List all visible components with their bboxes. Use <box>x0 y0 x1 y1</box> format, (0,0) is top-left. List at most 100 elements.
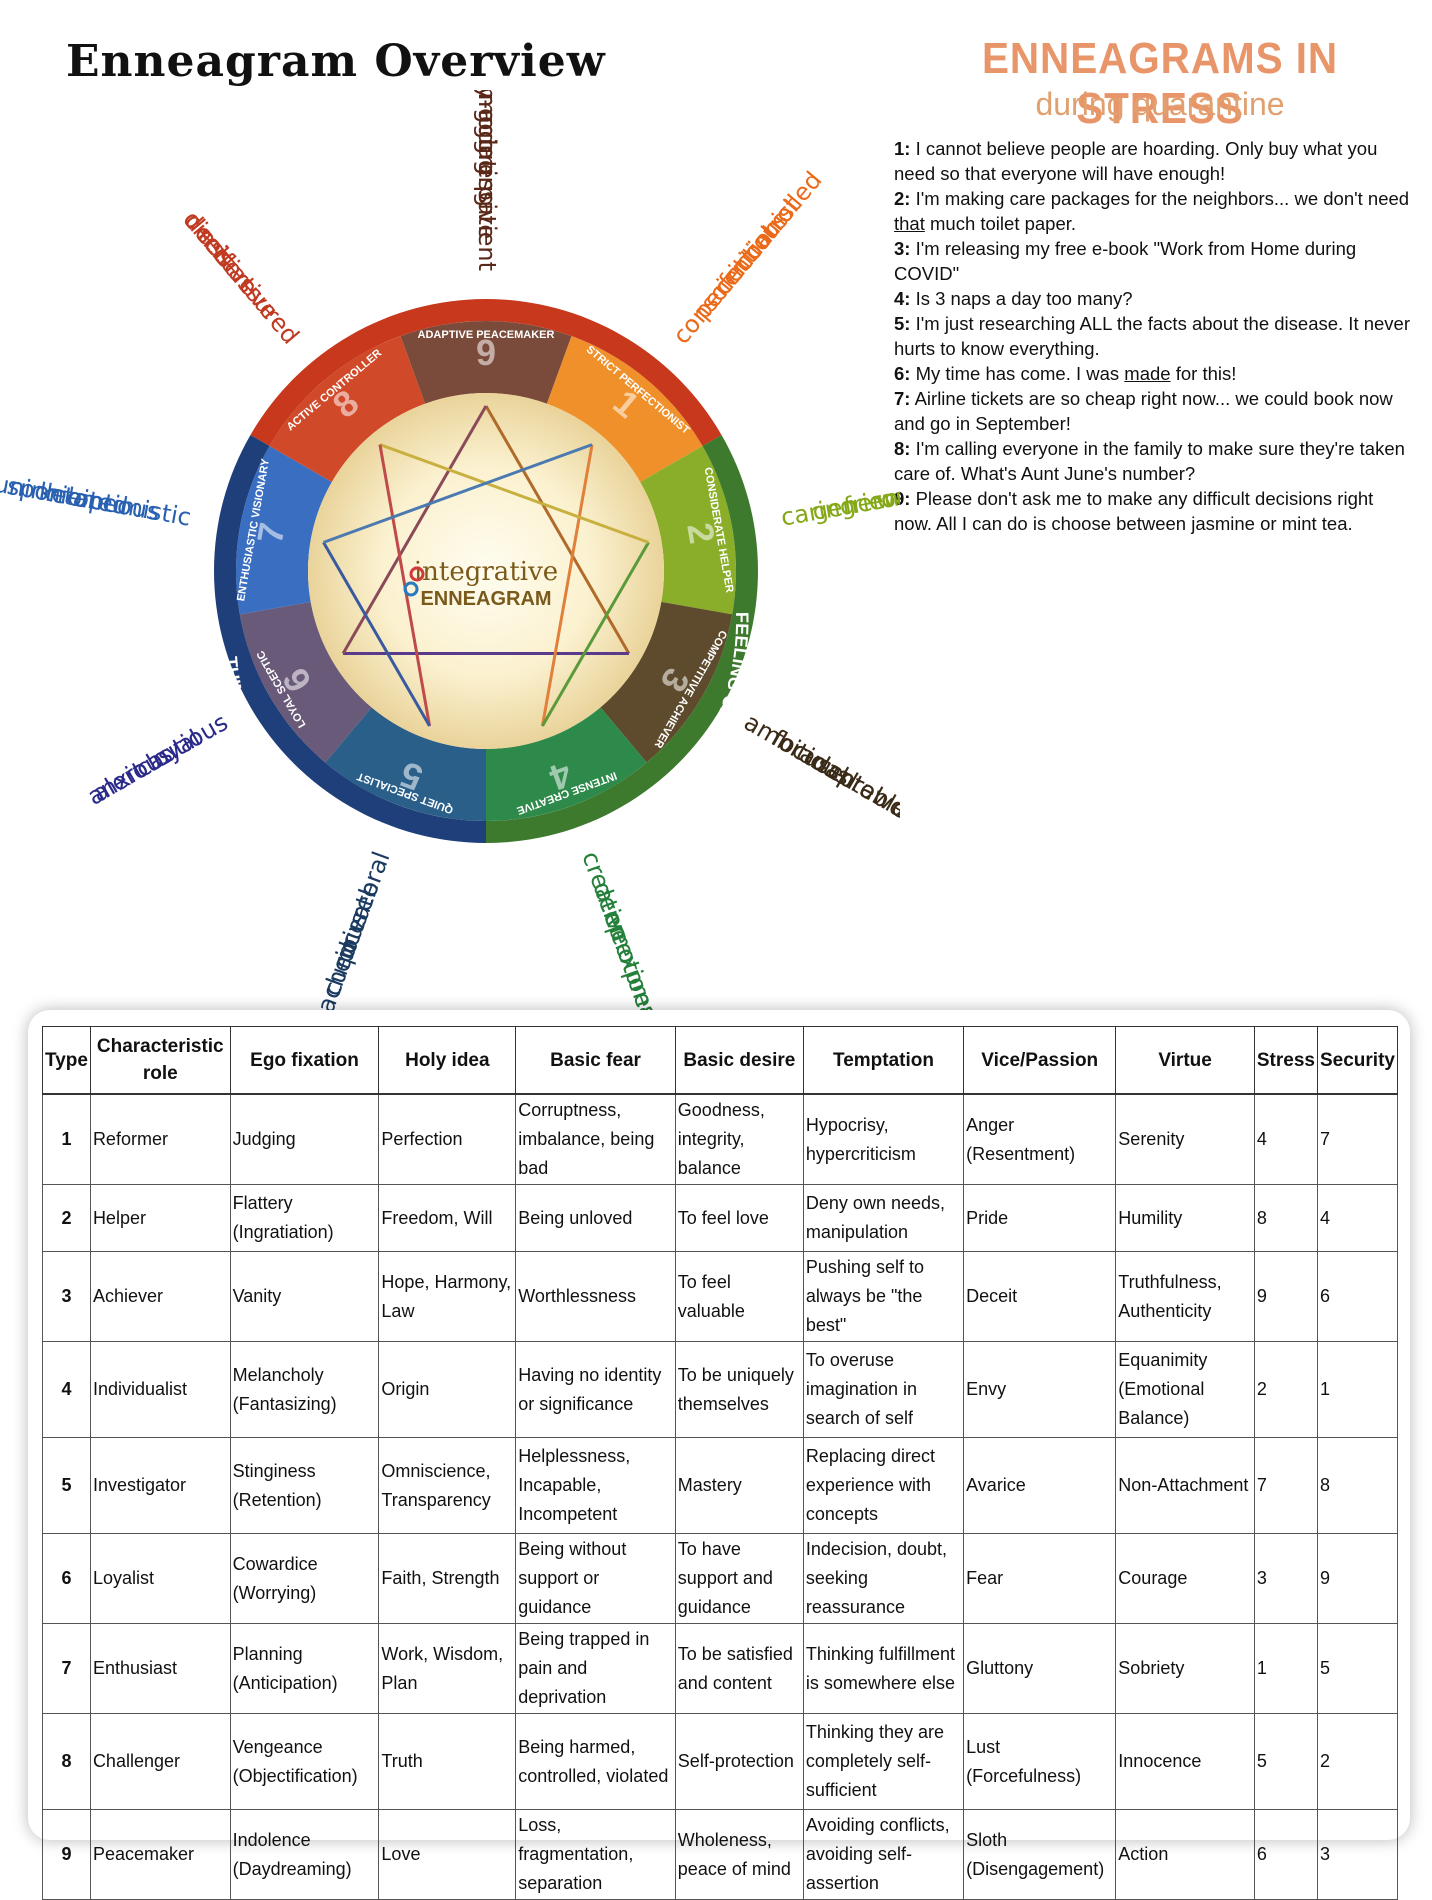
table-cell: 4 <box>42 1341 91 1438</box>
table-cell: Peacemaker <box>89 1809 231 1900</box>
trait-word: detached <box>298 938 363 1010</box>
table-cell: Lust (Forcefulness) <box>963 1713 1117 1810</box>
table-cell: Worthlessness <box>515 1251 676 1342</box>
col-header-10: Security <box>1316 1026 1399 1095</box>
table-cell: 7 <box>1253 1437 1318 1534</box>
table-cell: Being without support or guidance <box>515 1533 676 1624</box>
table-cell: Replacing direct experience with concept… <box>802 1437 965 1534</box>
table-cell: 2 <box>42 1184 91 1252</box>
table-cell: 4 <box>1253 1093 1318 1185</box>
segment-number-9: 9 <box>476 332 496 373</box>
table-cell: Cowardice (Worrying) <box>229 1533 380 1624</box>
table-cell: Achiever <box>89 1251 231 1342</box>
table-cell: 5 <box>1316 1623 1399 1714</box>
table-cell: Being unloved <box>515 1184 676 1252</box>
col-header-8: Virtue <box>1115 1026 1255 1095</box>
table-cell: Thinking they are completely self-suffic… <box>802 1713 965 1810</box>
stress-subtitle: during quarantine <box>1035 86 1285 122</box>
table-cell: Investigator <box>89 1437 231 1534</box>
table-cell: Fear <box>963 1533 1117 1624</box>
segment-type-6 <box>239 601 372 763</box>
table-cell: Thinking fulfillment is somewhere else <box>802 1623 965 1714</box>
table-cell: Having no identity or significance <box>515 1341 676 1438</box>
table-cell: 6 <box>1253 1809 1318 1900</box>
stress-quotes: 1: I cannot believe people are hoarding.… <box>894 136 1414 536</box>
feeling-centre-ring <box>486 435 758 843</box>
table-cell: 9 <box>1316 1533 1399 1624</box>
table-cell: Innocence <box>1115 1713 1255 1810</box>
table-cell: Avoiding conflicts, avoiding self-assert… <box>802 1809 965 1900</box>
traits-type-1: conscientiousperfectionistcriticalcontro… <box>667 166 827 349</box>
col-header-9: Stress <box>1253 1026 1318 1095</box>
trait-word: controlled <box>729 166 827 276</box>
segment-type-1 <box>546 336 703 482</box>
table-cell: To feel love <box>674 1184 804 1252</box>
table-cell: 6 <box>1316 1251 1399 1342</box>
table-cell: Flattery (Ingratiation) <box>229 1184 380 1252</box>
segment-type-7 <box>236 446 332 615</box>
table-cell: Faith, Strength <box>378 1533 517 1624</box>
logo-line2: ENNEAGRAM <box>420 588 551 610</box>
table-cell: Sloth (Disengagement) <box>963 1809 1117 1900</box>
trait-word: keen <box>37 477 99 515</box>
table-cell: Deceit <box>963 1251 1117 1342</box>
table-cell: Envy <box>963 1341 1117 1438</box>
quote-6: 6: My time has come. I was made for this… <box>894 363 1237 384</box>
thinking-centre-ring <box>213 435 486 843</box>
segment-role-9: ADAPTIVE PEACEMAKER <box>418 329 555 341</box>
quote-1: 1: I cannot believe people are hoarding.… <box>894 138 1378 184</box>
table-cell: Being trapped in pain and deprivation <box>515 1623 676 1714</box>
table-cell: Anger (Resentment) <box>963 1093 1117 1185</box>
col-header-7: Vice/Passion <box>963 1026 1117 1095</box>
table-cell: Indolence (Daydreaming) <box>229 1809 380 1900</box>
segment-type-5 <box>325 707 486 821</box>
table-cell: Loss, fragmentation, separation <box>515 1809 676 1900</box>
enneagram-wheel: ACTION CENTRE FEELING CENTRE THINKING CE… <box>0 90 900 1010</box>
logo-icon <box>403 566 425 597</box>
table-cell: 8 <box>1253 1184 1318 1252</box>
table-cell: Equanimity (Emotional Balance) <box>1115 1341 1255 1438</box>
col-header-5: Basic desire <box>674 1026 804 1095</box>
table-cell: Avarice <box>963 1437 1117 1534</box>
table-cell: Melancholy (Fantasizing) <box>229 1341 380 1438</box>
table-cell: 9 <box>42 1809 91 1900</box>
trait-word: shrewd <box>822 756 900 824</box>
table-cell: 3 <box>42 1251 91 1342</box>
table-cell: Self-protection <box>674 1713 804 1810</box>
wheel-center <box>308 393 664 749</box>
col-header-4: Basic fear <box>515 1026 676 1095</box>
table-cell: To be uniquely themselves <box>674 1341 804 1438</box>
table-cell: Mastery <box>674 1437 804 1534</box>
table-cell: Being harmed, controlled, violated <box>515 1713 676 1810</box>
table-cell: Sobriety <box>1115 1623 1255 1714</box>
star-line <box>322 443 593 544</box>
table-cell: Planning (Anticipation) <box>229 1623 380 1714</box>
table-cell: Judging <box>229 1093 380 1185</box>
table-cell: 8 <box>42 1713 91 1810</box>
table-cell: 5 <box>1253 1713 1318 1810</box>
table-cell: Courage <box>1115 1533 1255 1624</box>
table-cell: Freedom, Will <box>378 1184 517 1252</box>
table-cell: 2 <box>1253 1341 1318 1438</box>
table-cell: 6 <box>42 1533 91 1624</box>
trait-word: expressive <box>609 938 679 1010</box>
table-cell: Helper <box>89 1184 231 1252</box>
table-cell: Origin <box>378 1341 517 1438</box>
table-cell: To be satisfied and content <box>674 1623 804 1714</box>
traits-type-9: patientnon-aggressiveaccomodatingeasy-go… <box>473 90 501 271</box>
table-cell: Humility <box>1115 1184 1255 1252</box>
quote-5: 5: I'm just researching ALL the facts ab… <box>894 313 1410 359</box>
page-title: Enneagram Overview <box>66 36 606 87</box>
col-header-1: Characteristic role <box>89 1026 231 1095</box>
